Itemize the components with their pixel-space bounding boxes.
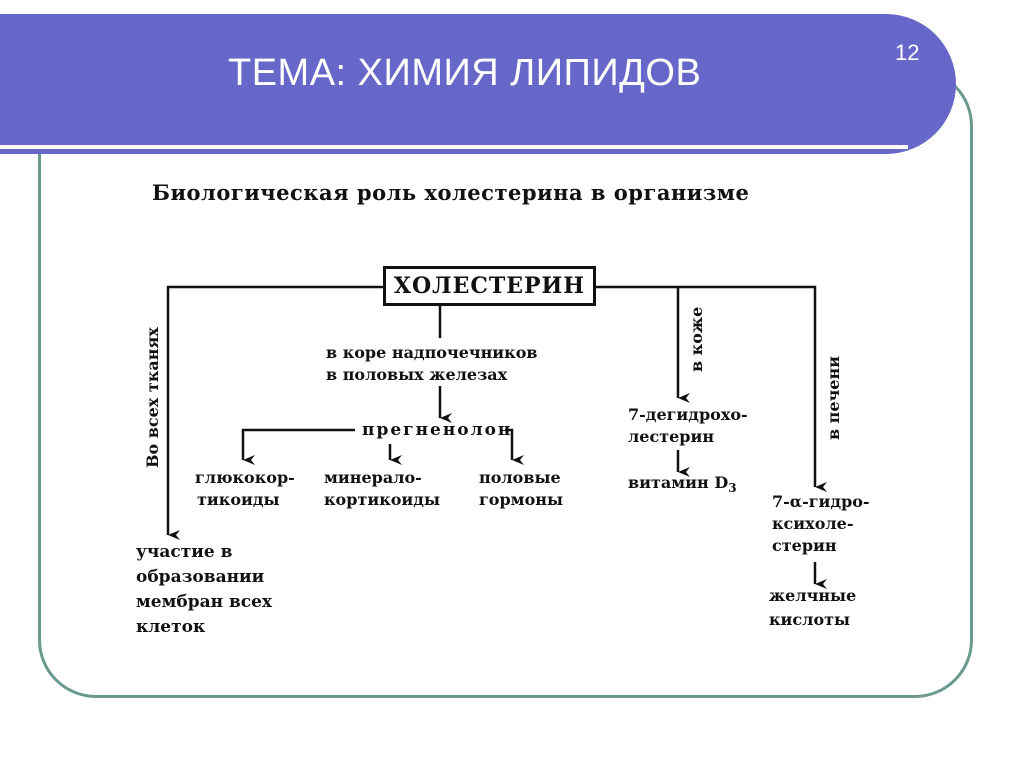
glucocorticoids-line: глюкокор-: [195, 468, 295, 487]
vitamin-d-text: витамин D: [628, 473, 729, 492]
adrenal-label: в коре надпочечников в половых железах: [326, 342, 538, 386]
hydroxycholesterol-line: 7-α-гидро-: [772, 492, 870, 511]
bile-acids: желчные кислоты: [769, 584, 856, 632]
diagram-title: Биологическая роль холестерина в организ…: [152, 180, 750, 205]
connector-left-top: [166, 285, 383, 540]
pregnenolone-label: прегненолон: [362, 420, 513, 440]
hydroxycholesterol: 7-α-гидро- ксихоле- стерин: [772, 491, 870, 557]
membrane-role-line: мембран всех: [136, 592, 273, 612]
dehydrocholesterol: 7-дегидрохо- лестерин: [628, 404, 748, 448]
sex-hormones-line: гормоны: [479, 490, 563, 509]
mineralocorticoids: минерало- кортикоиды: [324, 467, 440, 511]
adrenal-label-line: в коре надпочечников: [326, 343, 538, 362]
sex-hormones: половые гормоны: [479, 467, 563, 511]
bile-acids-line: желчные: [769, 586, 857, 605]
in-skin-label: в коже: [687, 306, 706, 372]
hydroxycholesterol-line: стерин: [772, 536, 837, 555]
membrane-role-line: клеток: [136, 617, 206, 637]
in-liver-label: в печени: [824, 355, 843, 440]
connector-pregnenolone-right: [505, 428, 524, 465]
dehydrocholesterol-line: 7-дегидрохо-: [628, 405, 748, 424]
vitamin-subscript: 3: [728, 481, 737, 496]
all-tissues-label: Во всех тканях: [143, 327, 162, 468]
mineralocorticoids-line: минерало-: [324, 468, 422, 487]
hydroxycholesterol-line: ксихоле-: [772, 514, 854, 533]
cholesterol-box: ХОЛЕСТЕРИН: [383, 266, 596, 306]
vitamin-d3: витамин D3: [628, 472, 737, 499]
sex-hormones-line: половые: [479, 468, 561, 487]
title-banner: [0, 14, 956, 154]
connector-right-top: [596, 285, 827, 492]
membrane-role-line: участие в: [136, 542, 233, 562]
adrenal-label-line: в половых железах: [326, 365, 508, 384]
bile-acids-line: кислоты: [769, 610, 851, 629]
slide-title: ТЕМА: ХИМИЯ ЛИПИДОВ: [228, 52, 702, 94]
glucocorticoids: глюкокор- тикоиды: [195, 467, 295, 511]
glucocorticoids-line: тикоиды: [197, 490, 280, 509]
membrane-role: участие в образовании мембран всех клето…: [136, 540, 272, 640]
mineralocorticoids-line: кортикоиды: [324, 490, 440, 509]
slide-number: 12: [895, 40, 920, 65]
banner-divider: [0, 145, 908, 149]
membrane-role-line: образовании: [136, 567, 265, 587]
content-frame: [38, 68, 973, 698]
dehydrocholesterol-line: лестерин: [628, 427, 715, 446]
connector-pregnenolone-left: [241, 428, 355, 465]
